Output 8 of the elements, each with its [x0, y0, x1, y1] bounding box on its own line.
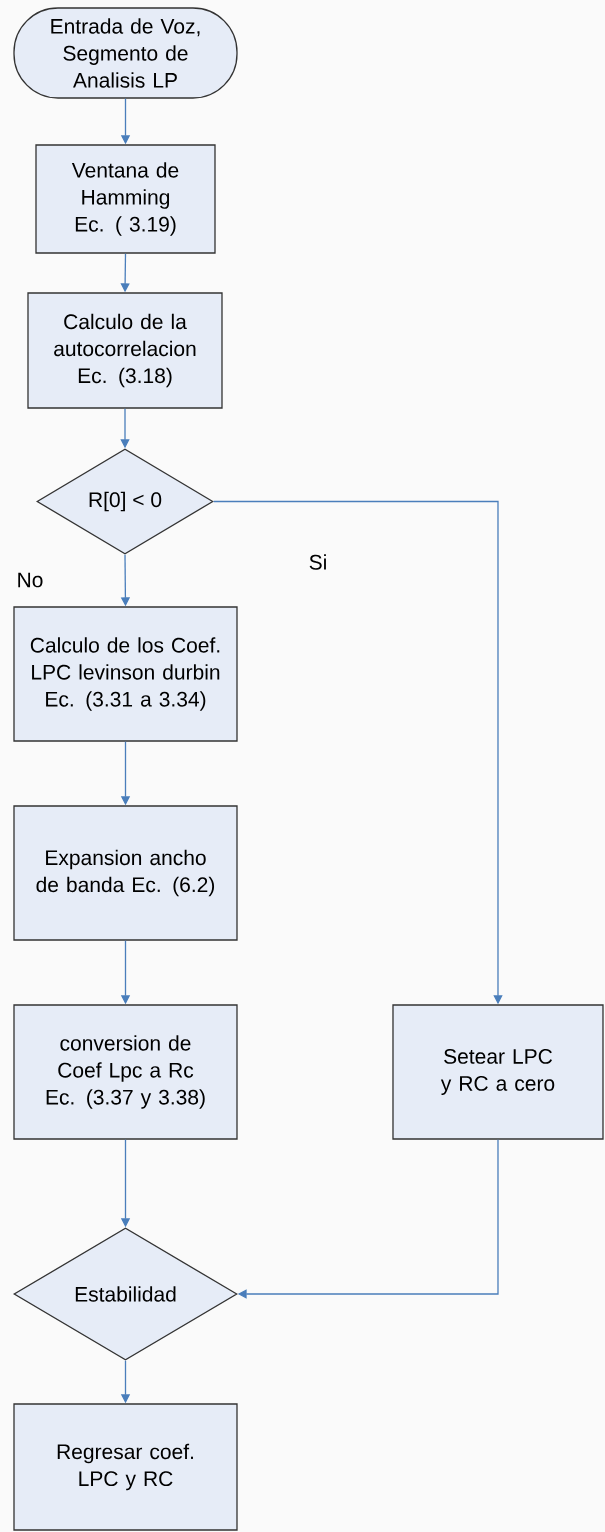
process-box: Calculo de la autocorrelacion Ec. (3.18) — [27, 292, 223, 409]
process-box: Ventana de Hamming Ec. ( 3.19) — [35, 144, 216, 254]
process-box: conversion de Coef Lpc a Rc Ec. (3.37 y 3.38) — [13, 1004, 238, 1140]
process-box: Setear LPC y RC a cero — [392, 1004, 604, 1140]
process-box: Expansion ancho de banda Ec. (6.2) — [13, 805, 238, 941]
process-box: Calculo de los Coef. LPC levinson durbin Ec. (3.31 a 3.34) — [13, 606, 238, 742]
edge-label: Si — [307, 553, 329, 571]
process-box: Regresar coef. LPC y RC — [13, 1403, 238, 1531]
